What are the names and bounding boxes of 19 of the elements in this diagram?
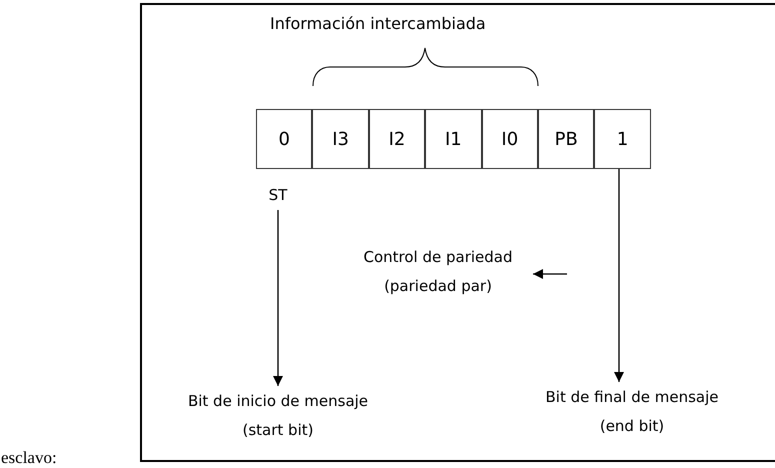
bit-cell: I0 <box>482 109 538 169</box>
bit-cell: 0 <box>256 109 312 169</box>
arrow <box>533 269 567 279</box>
arrow <box>614 169 624 382</box>
note-text: (start bit) <box>242 420 314 441</box>
note-text: Control de pariedad <box>363 247 513 268</box>
note-text: (end bit) <box>600 416 664 437</box>
bracket-label: Información intercambiada <box>270 14 486 33</box>
note-text: (pariedad par) <box>384 276 492 297</box>
bit-cell: 1 <box>594 109 651 169</box>
note-text: Bit de inicio de mensaje <box>188 391 368 412</box>
caption-text: esclavo: <box>1 448 57 468</box>
note-text: Bit de final de mensaje <box>546 387 718 408</box>
bit-cell: I3 <box>312 109 369 169</box>
bit-cell: I1 <box>425 109 482 169</box>
bit-cell: I2 <box>368 109 426 169</box>
bit-cell: PB <box>538 109 594 169</box>
arrow <box>273 210 283 386</box>
note-text: ST <box>268 184 288 206</box>
